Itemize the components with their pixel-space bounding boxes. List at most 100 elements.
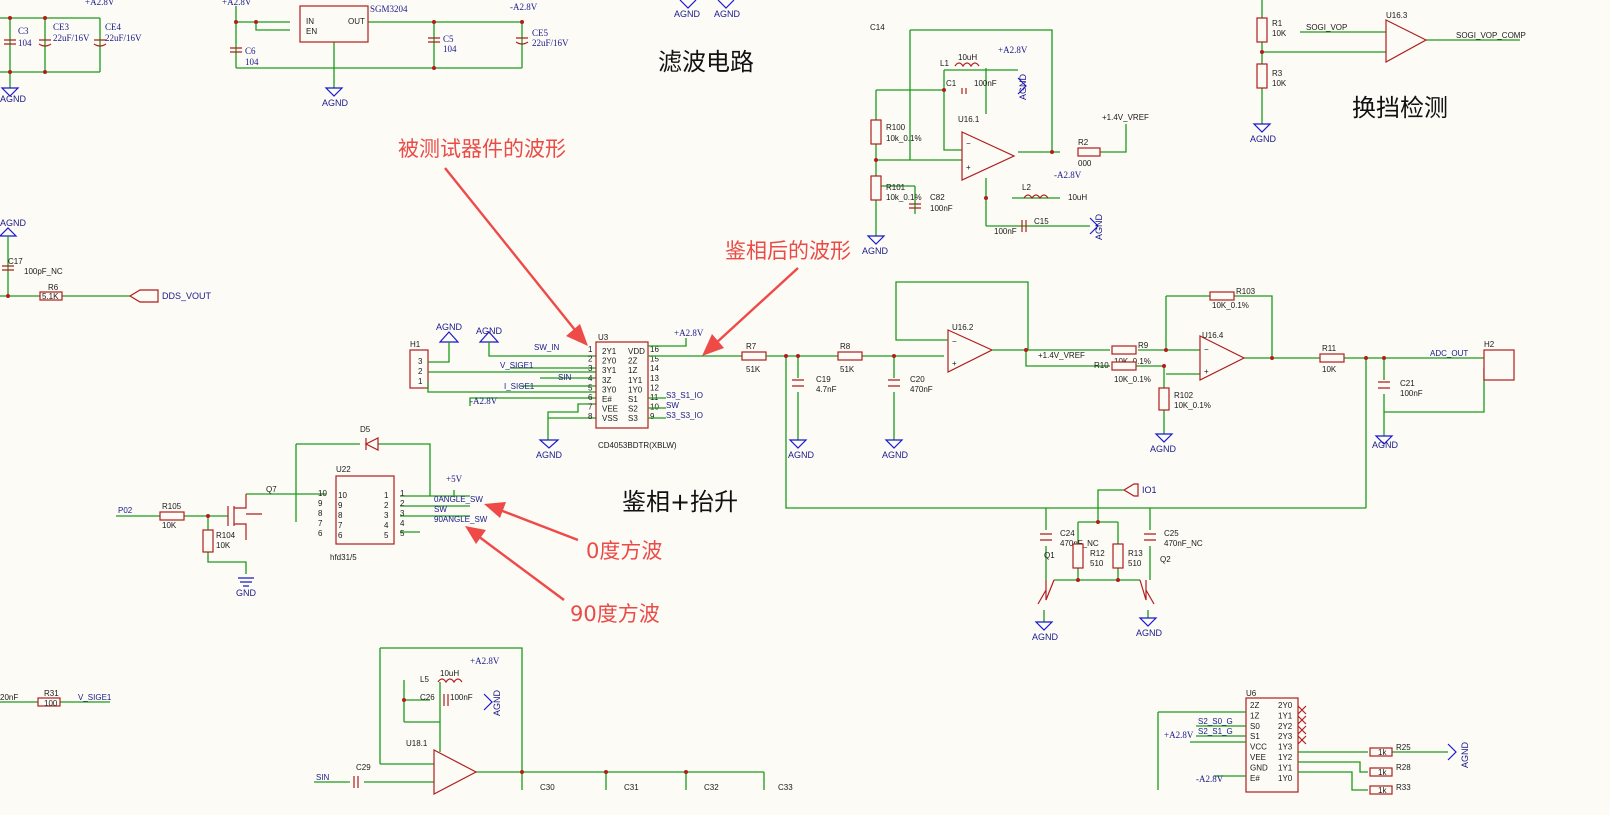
r11-value: 10K (1322, 365, 1337, 374)
c17-ref: C17 (8, 257, 23, 266)
agnd-label-2: AGND (322, 98, 349, 108)
u3-pin-2z: 2Z (628, 357, 637, 366)
r103-ref: R103 (1236, 287, 1256, 296)
u18-vplus: +A2.8V (470, 656, 500, 666)
annotation-after-phase: 鉴相后的波形 (725, 239, 851, 263)
r105-ref: R105 (162, 502, 182, 511)
r12-ref: R12 (1090, 549, 1105, 558)
diff-vref-net: +1.4V_VREF (1038, 351, 1085, 360)
u6-pin-gnd: GND (1250, 763, 1268, 772)
u3-pinnum: 2 (588, 355, 593, 364)
title-phase-lift: 鉴相+抬升 (622, 488, 738, 516)
u22-extpin: 2 (400, 499, 405, 508)
io1-net: IO1 (1142, 485, 1157, 495)
c1-value: 100nF (974, 79, 997, 88)
u6-pin-s1: S1 (1250, 732, 1260, 741)
r105-value: 10K (162, 521, 177, 530)
ldo-in-rail: +A2.8V (222, 0, 252, 7)
u22-ref: U22 (336, 465, 351, 474)
l1-ref: L1 (940, 59, 949, 68)
r28-ref: R28 (1396, 763, 1411, 772)
net-plus28-label: +A2.8V (85, 0, 115, 7)
u22-pinnum: 9 (338, 501, 343, 510)
r100-value: 10k_0.1% (886, 134, 922, 143)
u6-vcc-rail: +A2.8V (1164, 730, 1194, 740)
u6-ref: U6 (1246, 689, 1257, 698)
u6-pin-1y0: 1Y0 (1278, 774, 1293, 783)
c5-ref: C5 (443, 34, 454, 44)
u3-ref: U3 (598, 333, 609, 342)
c6-ref: C6 (245, 46, 256, 56)
agnd-label-1: AGND (0, 94, 27, 104)
u18-sin-net: SIN (316, 773, 330, 782)
u22-pinnum: 8 (338, 511, 343, 520)
r104-value: 10K (216, 541, 231, 550)
annotation-zero-deg: 0度方波 (586, 539, 662, 563)
c5-value: 104 (443, 44, 457, 54)
relay-plus5: +5V (446, 474, 463, 484)
annotation-dut-waveform: 被测试器件的波形 (398, 137, 566, 161)
r102-ref: R102 (1174, 391, 1194, 400)
top-agnd-pair: AGND AGND (674, 0, 741, 19)
u22-pinnum: 1 (384, 491, 389, 500)
u6-pin-2y0: 2Y0 (1278, 701, 1293, 710)
r25-ref: R25 (1396, 743, 1411, 752)
u3-pinnum: 9 (650, 412, 655, 421)
r13-value: 510 (1128, 559, 1142, 568)
ninety-angle-net: 90ANGLE_SW (434, 515, 488, 524)
u6-mux: U6 2Z1ZS0S1VCCVEEGNDE#2Y01Y12Y22Y31Y31Y2… (1157, 689, 1470, 795)
filter-circuit: C14 L1 10uH +A2.8V C1 100nF AGND R100 10… (862, 23, 1149, 256)
u3-pinnum: 15 (650, 355, 659, 364)
r8-value: 51K (840, 365, 855, 374)
agnd-label-5: AGND (1018, 73, 1028, 100)
u6-pin-2y3: 2Y3 (1278, 732, 1293, 741)
r9-ref: R9 (1138, 341, 1149, 350)
c19-ref: C19 (816, 375, 831, 384)
agnd-label-18: AGND (1136, 628, 1163, 638)
edge-nf-label: 20nF (0, 693, 18, 702)
r13-ref: R13 (1128, 549, 1143, 558)
r11-ref: R11 (1322, 344, 1337, 353)
u22-extpin: 1 (400, 489, 405, 498)
u22-pinnum: 6 (338, 531, 343, 540)
c33-ref: C33 (778, 783, 793, 792)
filter-vref: +1.4V_VREF (1102, 113, 1149, 122)
c25-ref: C25 (1164, 529, 1179, 538)
r31-value: 100 (44, 699, 58, 708)
u22-extpin: 5 (400, 529, 405, 538)
agnd-label-17: AGND (1032, 632, 1059, 642)
u22-extpin: 3 (400, 509, 405, 518)
h1-ref: H1 (410, 340, 421, 349)
ldo-in-pin: IN (306, 17, 314, 26)
svg-text:+: + (1204, 367, 1209, 376)
u22-pinnum: 3 (384, 511, 389, 520)
filter-vplus: +A2.8V (998, 45, 1028, 55)
r31-ref: R31 (44, 689, 59, 698)
u22-extpin: 8 (318, 509, 323, 518)
dds-vout-net: DDS_VOUT (162, 291, 212, 301)
u3-s3-io-net: S3_S3_IO (666, 411, 703, 420)
ce3-ref: CE3 (53, 22, 70, 32)
c31-ref: C31 (624, 783, 639, 792)
r1-ref: R1 (1272, 19, 1283, 28)
u6-pin-e#: E# (1250, 774, 1260, 783)
l2-value: 10uH (1068, 193, 1087, 202)
ldo-regulator: +A2.8V IN EN OUT SGM3204 C6 104 C5 104 C… (222, 0, 569, 108)
svg-text:1: 1 (418, 377, 423, 386)
ce5-value: 22uF/16V (532, 38, 569, 48)
u3-vee-rail: -A2.8V (470, 396, 498, 406)
r7-ref: R7 (746, 342, 757, 351)
u164-ref: U16.4 (1202, 331, 1224, 340)
u6-s1-net: S2_S1_G (1198, 727, 1233, 736)
bottom-left-section: 20nF R31 100 V_SIGE1 (0, 689, 112, 708)
u3-pin-e#: E# (602, 395, 612, 404)
ce4-value: 22uF/16V (105, 33, 142, 43)
relay-section: P02 R105 10K R104 10K Q7 GND D5 U22 hfd3… (116, 425, 488, 598)
svg-text:−: − (952, 337, 957, 346)
agnd-label-3: AGND (674, 9, 701, 19)
agnd-label-16: AGND (1372, 440, 1399, 450)
sogi-vop-comp-net: SOGI_VOP_COMP (1456, 31, 1526, 40)
u3-pinnum: 3 (588, 364, 593, 373)
u22-extpin: 6 (318, 529, 323, 538)
gear-detect-circuit: R1 10K R3 10K SOGI_VOP U16.3 SOGI_VOP_CO… (1250, 0, 1526, 144)
